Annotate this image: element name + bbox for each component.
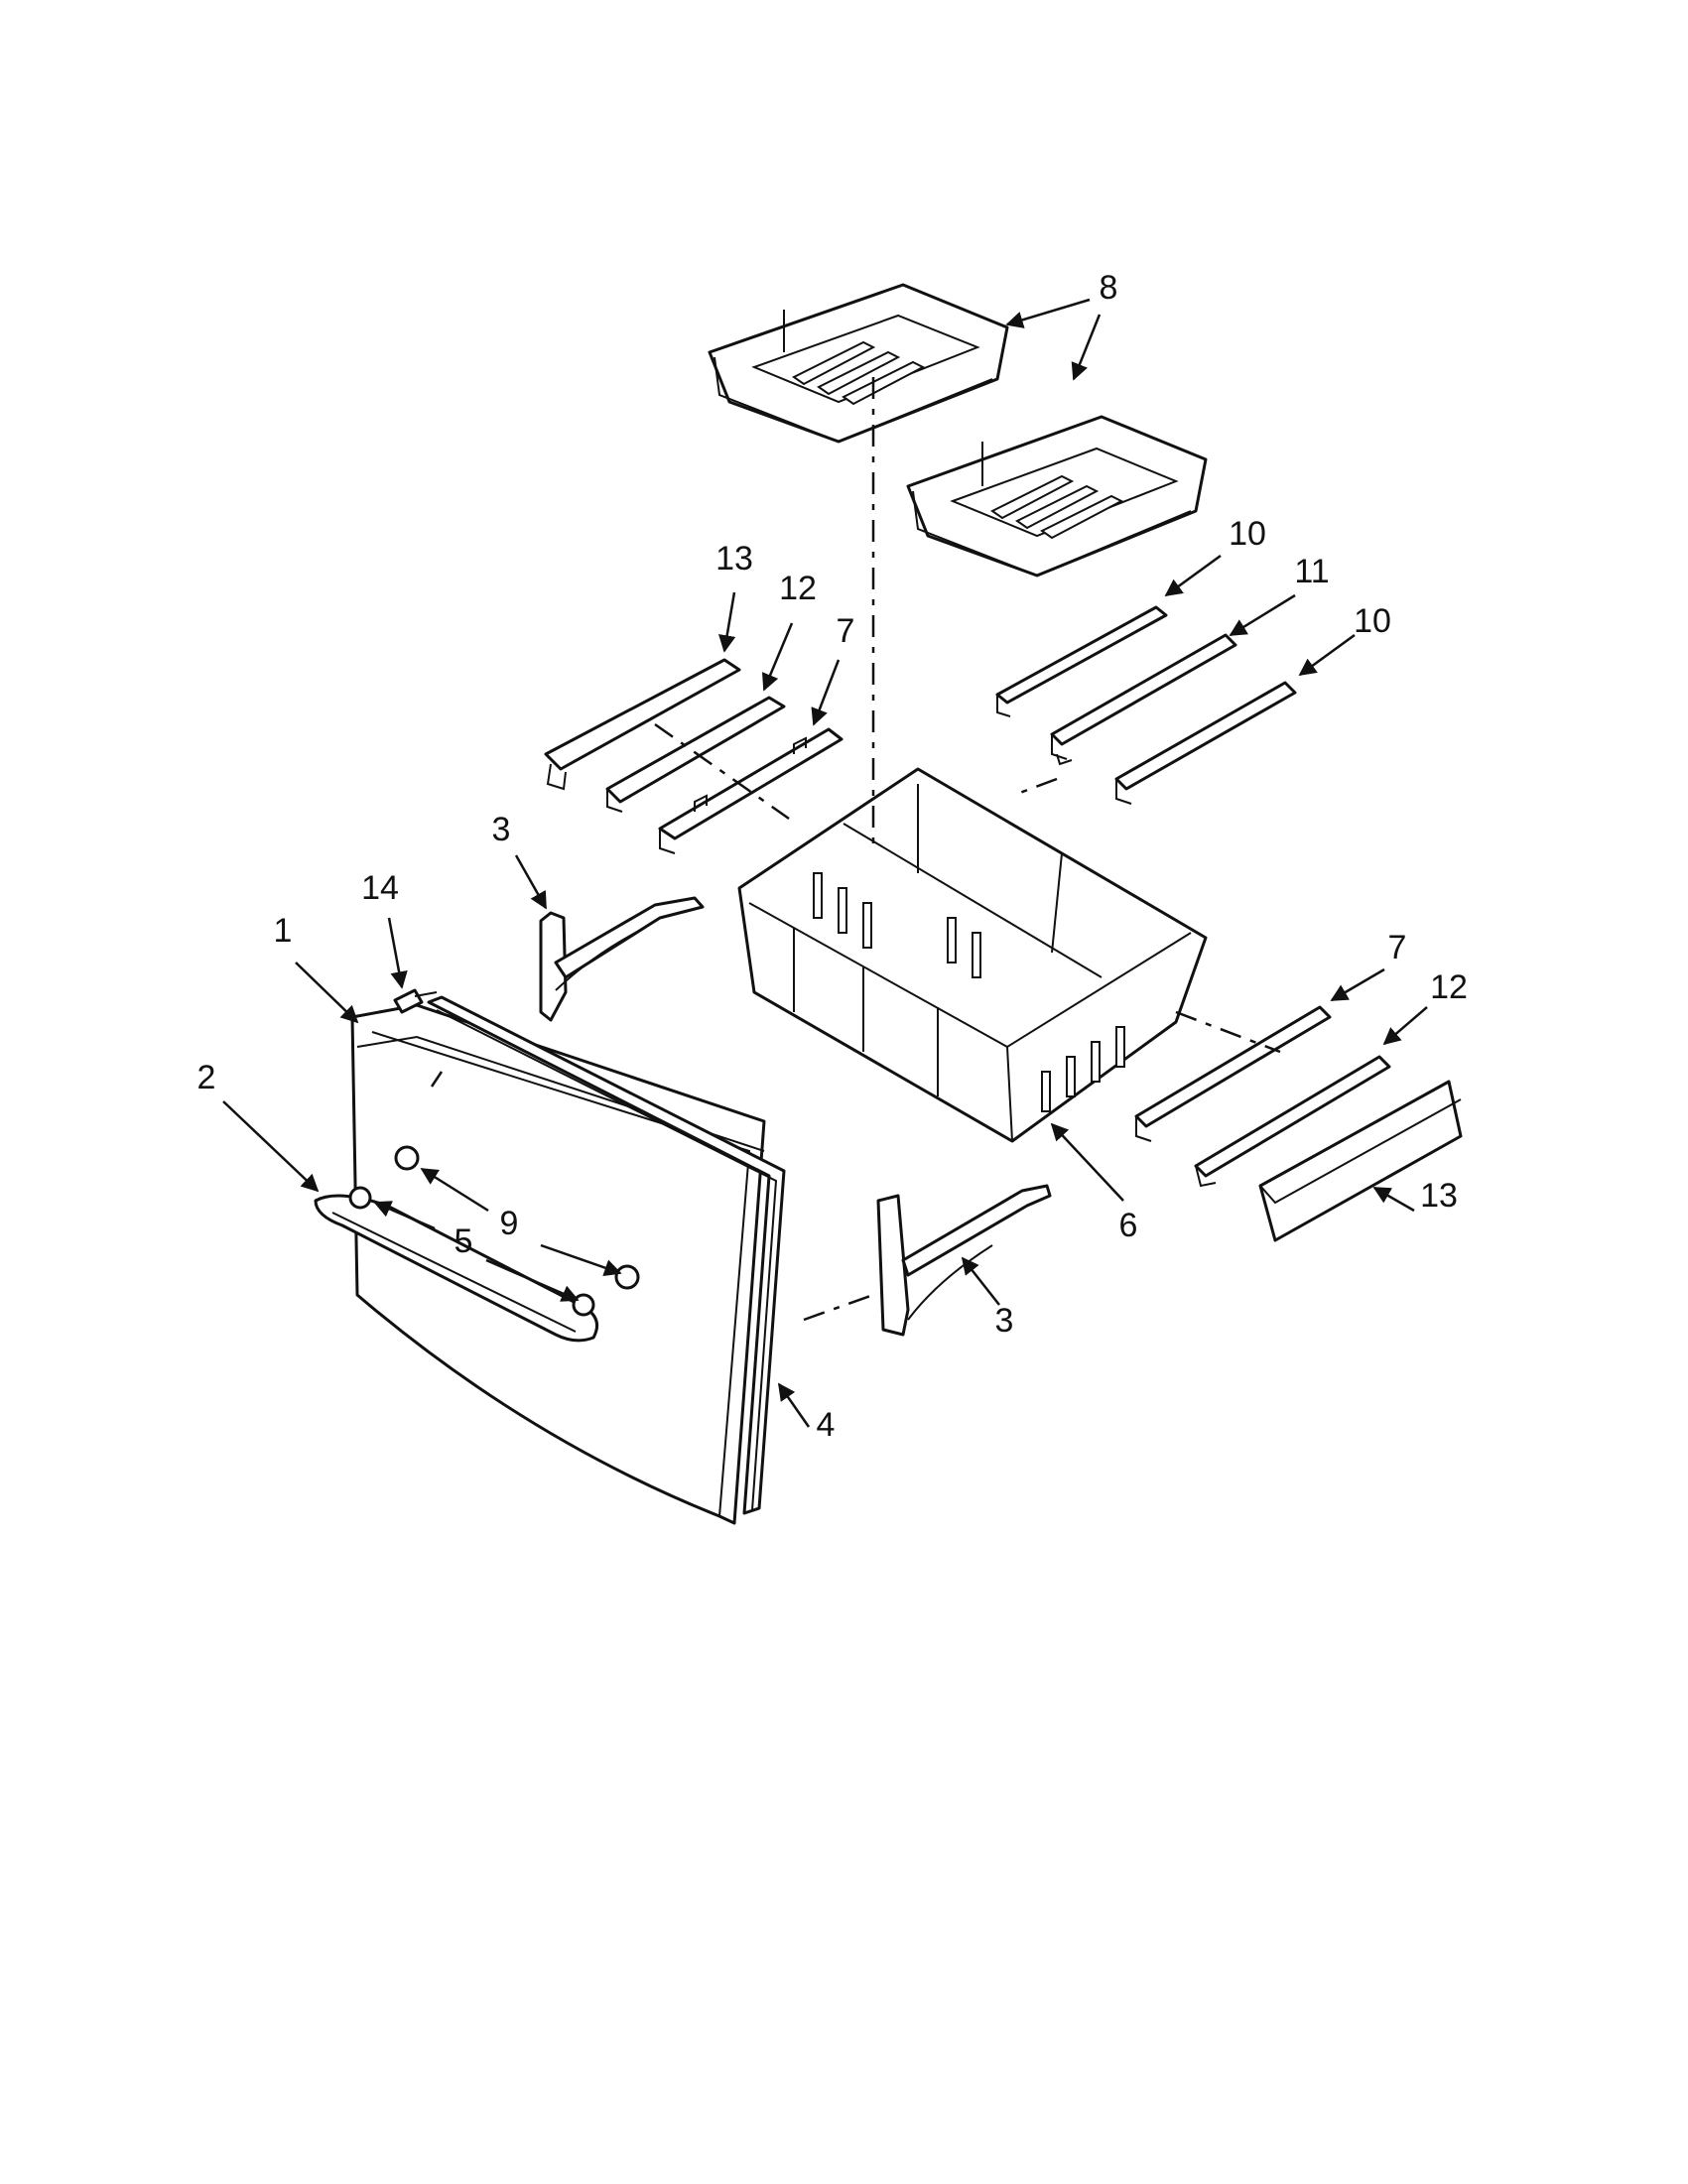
callout-5: 5 <box>454 1222 473 1260</box>
alignment-line-bracket-lower <box>803 1293 874 1322</box>
screw-5-right[interactable] <box>572 1293 595 1317</box>
callout-8: 8 <box>1100 269 1118 307</box>
gasket-mount-screw-14[interactable] <box>393 988 438 1014</box>
rail-10-lower[interactable] <box>1114 681 1297 805</box>
alignment-line-rail-lower <box>1175 1010 1281 1054</box>
door-gasket[interactable] <box>427 995 786 1515</box>
rail-cover-13-lower[interactable] <box>1258 1080 1463 1242</box>
rail-12-lower[interactable] <box>1194 1055 1391 1188</box>
alignment-line-rail-7-upper <box>654 722 790 821</box>
callout-3-lower: 3 <box>995 1302 1014 1340</box>
callout-7-upper: 7 <box>837 612 855 650</box>
rail-10-upper[interactable] <box>995 605 1168 717</box>
rail-cover-13-upper[interactable] <box>544 658 741 791</box>
alignment-line-rail-11 <box>1016 777 1058 796</box>
callout-4: 4 <box>817 1406 836 1444</box>
callout-10-lower: 10 <box>1354 602 1391 640</box>
callout-12-upper: 12 <box>779 570 817 607</box>
slide-rail-7-upper[interactable] <box>658 727 844 854</box>
bracket-3-upper[interactable] <box>539 896 705 1022</box>
rail-12-upper[interactable] <box>605 696 786 813</box>
callout-14: 14 <box>361 869 399 907</box>
spacer-9-left[interactable] <box>394 1145 420 1171</box>
callout-9: 9 <box>500 1205 519 1242</box>
callout-1: 1 <box>274 912 293 950</box>
callout-11: 11 <box>1294 553 1329 590</box>
upper-basket-left[interactable] <box>708 283 1009 444</box>
freezer-basket[interactable] <box>737 767 1208 1143</box>
screw-5-left[interactable] <box>348 1186 372 1210</box>
spacer-9-right[interactable] <box>614 1264 640 1290</box>
callout-13-upper: 13 <box>715 540 753 578</box>
drawer-front[interactable] <box>350 1003 766 1525</box>
callout-13-lower: 13 <box>1420 1177 1458 1215</box>
bracket-3-lower[interactable] <box>876 1184 1052 1337</box>
callout-3-upper: 3 <box>492 811 511 848</box>
callout-7-lower: 7 <box>1388 929 1407 966</box>
upper-basket-right[interactable] <box>906 415 1208 578</box>
alignment-line-gasket <box>430 1071 444 1088</box>
slide-rail-7-lower[interactable] <box>1134 1005 1332 1142</box>
callout-10-upper: 10 <box>1229 515 1266 553</box>
rail-11[interactable] <box>1050 633 1237 766</box>
callout-12-lower: 12 <box>1430 968 1468 1006</box>
callout-6: 6 <box>1119 1207 1138 1244</box>
leader-lines <box>222 298 1428 1428</box>
callout-2: 2 <box>197 1059 216 1096</box>
